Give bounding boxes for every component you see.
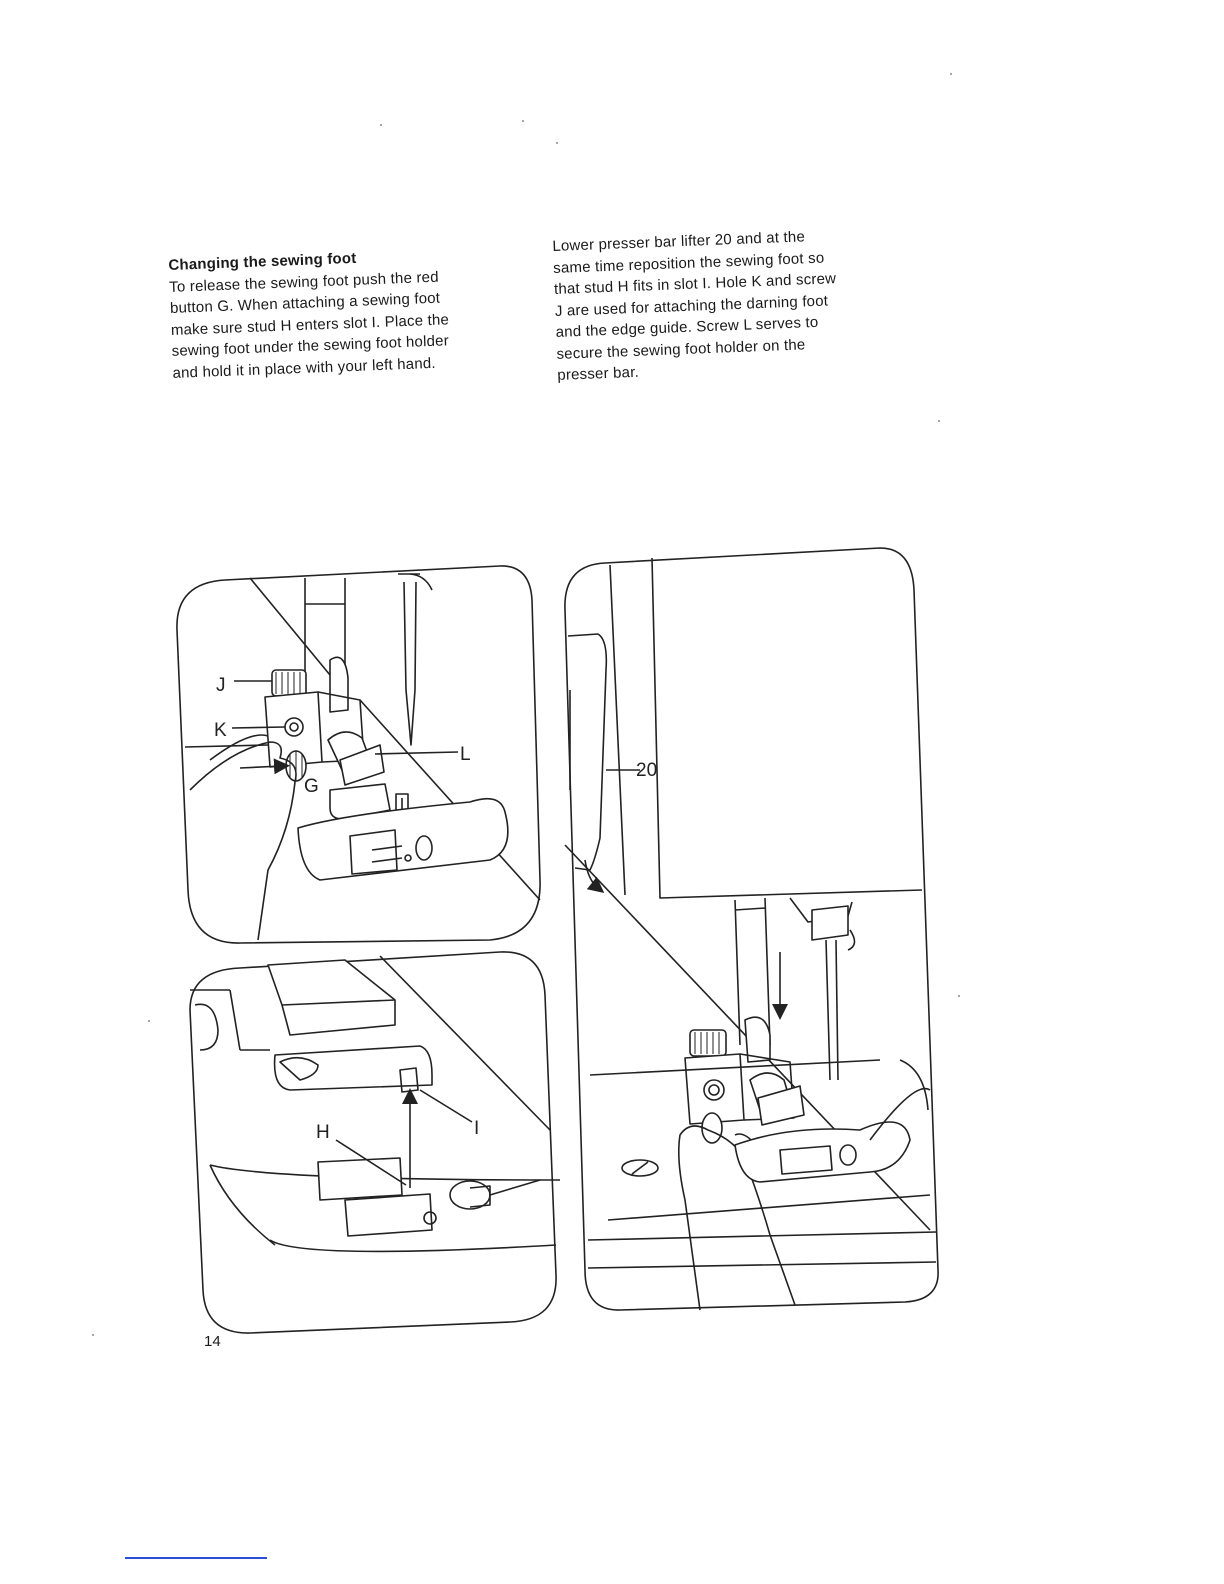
label-j: J [216, 675, 226, 696]
scan-speck [938, 420, 940, 422]
figure-frame [189, 951, 557, 1334]
scan-speck [148, 1020, 150, 1022]
figure-release-foot [176, 565, 541, 944]
label-g: G [304, 776, 319, 797]
label-h: H [316, 1122, 330, 1143]
figure-stud-slot [189, 951, 561, 1334]
figure-frame [176, 565, 541, 944]
figure-lower-lifter [564, 547, 939, 1311]
scan-speck [522, 120, 524, 122]
scan-speck [556, 142, 558, 144]
label-20: 20 [636, 760, 657, 781]
scan-speck [958, 995, 960, 997]
label-i: I [474, 1118, 479, 1139]
scan-speck [950, 73, 952, 75]
label-k: K [214, 720, 227, 741]
page-number: 14 [204, 1333, 221, 1350]
bottom-rule [125, 1557, 267, 1559]
label-l: L [460, 744, 471, 765]
figure-frame [564, 547, 939, 1311]
scan-speck [92, 1334, 94, 1336]
scan-speck [380, 124, 382, 126]
